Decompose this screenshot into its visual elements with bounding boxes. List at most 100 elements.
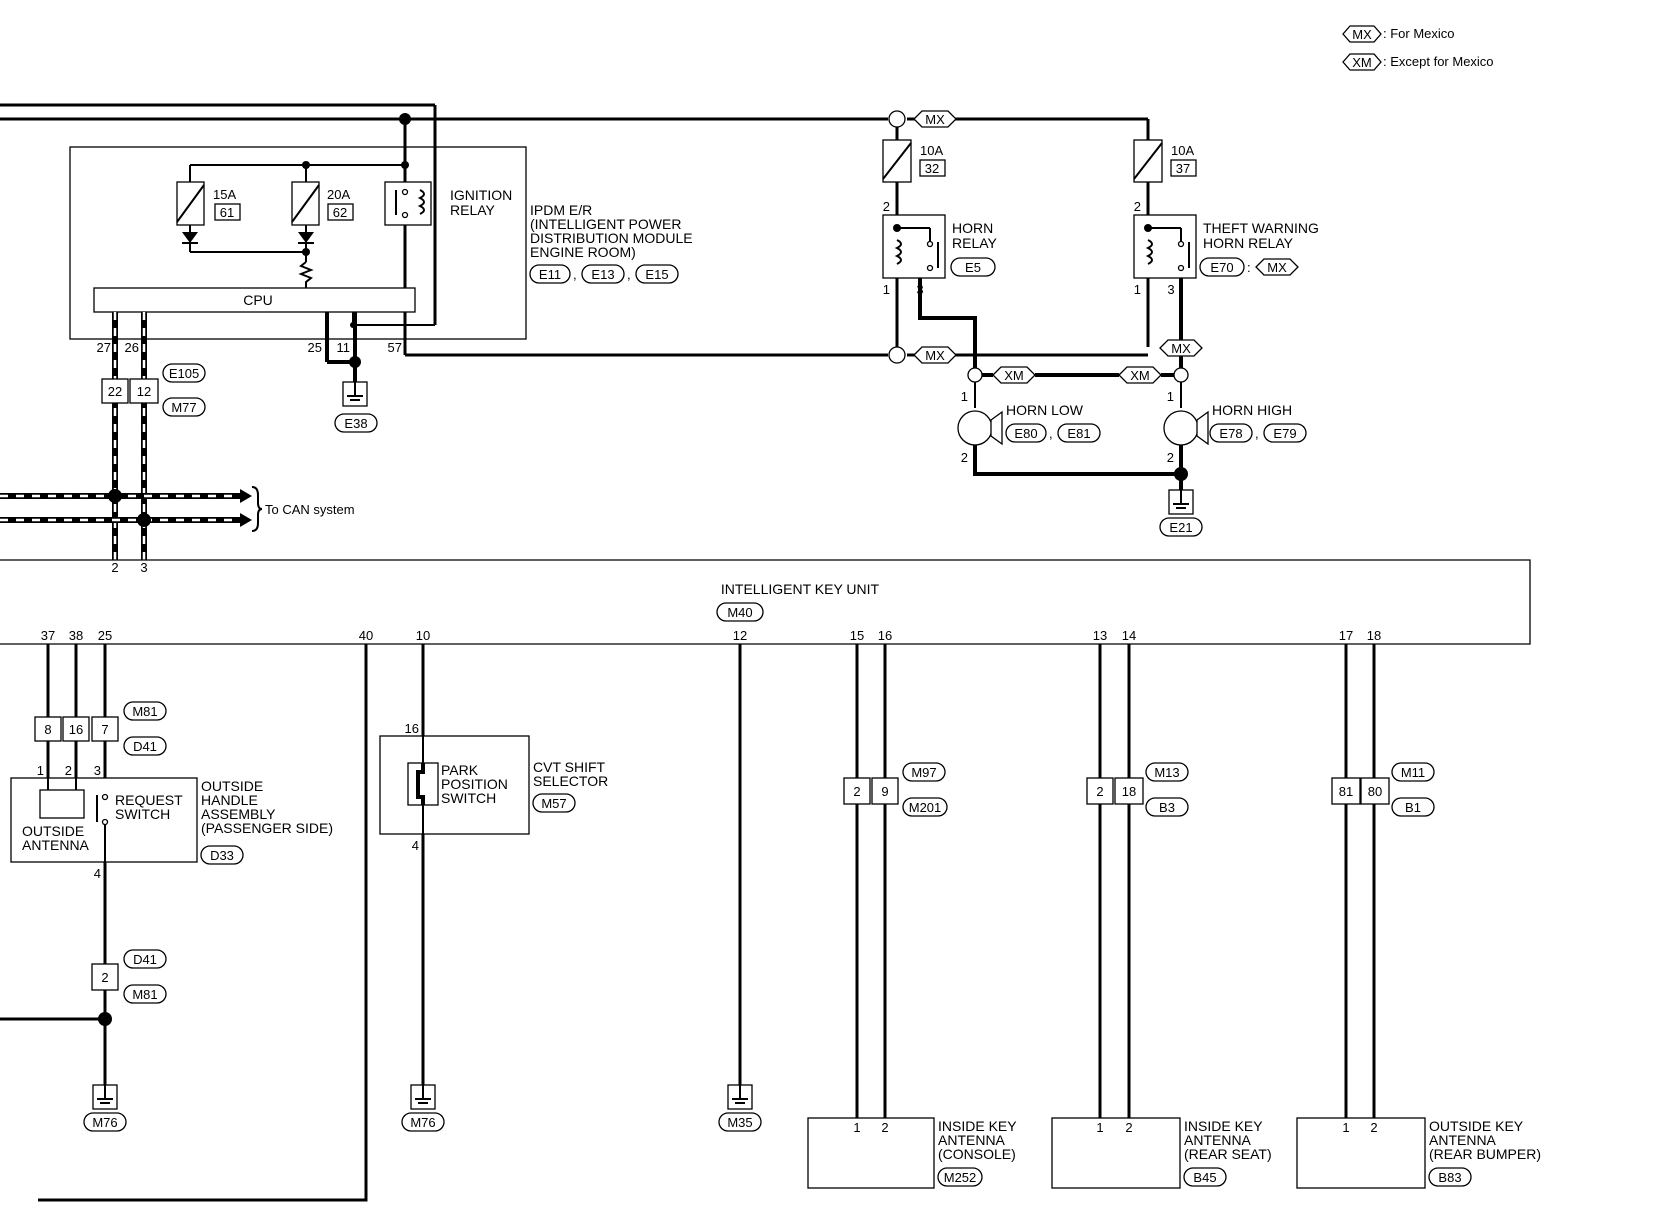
mx-tag	[913, 346, 957, 364]
mx-tag-label: MX	[925, 348, 945, 363]
joint-connector	[871, 777, 899, 805]
connector-b3	[1145, 797, 1189, 817]
pin-27: 27	[97, 340, 111, 355]
pin-2: 2	[881, 1120, 888, 1135]
can-pin-3: 3	[140, 560, 147, 575]
connector-m11-label: M11	[1401, 765, 1425, 780]
connector-m13-label: M13	[1154, 765, 1179, 780]
antenna-icon	[39, 789, 85, 819]
connector-m13	[1145, 762, 1189, 782]
joint-pin-12: 12	[137, 384, 151, 399]
iku-pin: 13	[1093, 628, 1107, 643]
outside-key-antenna-rear-bumper: 81 80 M11 B1 1 2 OUTSIDE KEY ANTENNA (RE…	[1296, 644, 1541, 1189]
ground-m35: M35	[718, 644, 762, 1132]
handle-title-2: HANDLE	[201, 792, 258, 808]
park-switch-label-1: PARK	[441, 762, 479, 778]
connector-e11	[529, 264, 571, 284]
connector-e70	[1199, 257, 1245, 277]
separator: ,	[573, 267, 577, 282]
connector-e13	[581, 264, 625, 284]
horn-low-pin-2: 2	[961, 450, 968, 465]
theft-warning-relay-icon	[1133, 214, 1197, 279]
connector-m57-label: M57	[541, 796, 566, 811]
request-switch-label-2: SWITCH	[115, 806, 170, 822]
connector-d41	[123, 949, 167, 969]
pin-2: 2	[1370, 1120, 1377, 1135]
connector-d33-label: D33	[210, 848, 234, 863]
connector-m57	[532, 793, 576, 813]
cvt-shift-selector: 16 PARK POSITION SWITCH CVT SHIFT SELECT…	[379, 644, 608, 1132]
handle-title-3: ASSEMBLY	[201, 806, 276, 822]
connector-e5-label: E5	[965, 260, 981, 275]
fuse-32-number: 32	[925, 161, 939, 176]
park-switch-label-3: SWITCH	[441, 790, 496, 806]
theft-relay-label-2: HORN RELAY	[1203, 235, 1294, 251]
legend-xm-text: : Except for Mexico	[1383, 54, 1494, 69]
inside-key-antenna-rear-seat: 2 18 M13 B3 1 2 INSIDE KEY ANTENNA (REAR…	[1051, 644, 1272, 1189]
pin-2: 2	[65, 763, 72, 778]
ground-m76-connector	[83, 1112, 127, 1132]
connector-e79	[1263, 423, 1307, 443]
theft-relay-pin-1: 1	[1134, 282, 1141, 297]
horn-high-icon	[1163, 410, 1199, 446]
fuse-37-number: 37	[1176, 161, 1190, 176]
horn-relay-icon	[882, 214, 946, 279]
connector-e78-label: E78	[1219, 426, 1242, 441]
connector-e70-label: E70	[1210, 260, 1233, 275]
cpu-block	[93, 287, 416, 313]
antenna-rear-bumper-title-1: OUTSIDE KEY	[1429, 1118, 1524, 1134]
mx-tag	[913, 110, 957, 128]
iku-pin: 12	[733, 628, 747, 643]
ground-e38: E38	[325, 312, 378, 433]
iku-pin: 14	[1122, 628, 1136, 643]
iku-pin: 38	[69, 628, 83, 643]
pin-16: 16	[405, 721, 419, 736]
connector-m81	[123, 701, 167, 721]
theft-relay-pin-2: 2	[1134, 199, 1141, 214]
connector-d41-label: D41	[133, 952, 157, 967]
ipdm-title-3: DISTRIBUTION MODULE	[530, 230, 693, 246]
joint-connector	[91, 963, 119, 991]
cpu-label: CPU	[243, 292, 273, 308]
ipdm-er: 15A 61 20A 62 IGNITION RELAY CPU IPDM E/…	[69, 146, 693, 355]
connector-e11-label: E11	[539, 267, 561, 282]
ground-m76-label: M76	[410, 1115, 435, 1130]
joint-connector	[1086, 777, 1114, 805]
joint-connector-12	[129, 378, 159, 404]
separator: ,	[1049, 426, 1053, 441]
mx-tag	[1159, 339, 1203, 357]
inside-key-antenna-console: 2 9 M97 M201 1 2 INSIDE KEY ANTENNA (CON…	[807, 644, 1017, 1189]
colon: :	[1247, 260, 1251, 275]
joint-connector-22	[101, 378, 129, 404]
joint-pin: 7	[101, 722, 108, 737]
joint-connector	[843, 777, 871, 805]
connector-m81-label: M81	[132, 987, 157, 1002]
antenna-rear-bumper-title-3: (REAR BUMPER)	[1429, 1146, 1541, 1162]
joint-pin: 18	[1122, 784, 1136, 799]
diode-icon	[182, 232, 198, 243]
joint-connector	[1360, 777, 1390, 805]
joint-pin: 16	[69, 722, 83, 737]
pin-4: 4	[94, 866, 101, 881]
ground-e21-connector	[1159, 517, 1203, 537]
iku-housing	[0, 559, 1531, 645]
connector-m252-label: M252	[944, 1170, 977, 1185]
connector-m201	[902, 797, 948, 817]
horn-relay-label-1: HORN	[952, 220, 993, 236]
ignition-relay-label-1: IGNITION	[450, 187, 512, 203]
pin-57: 57	[388, 340, 402, 355]
ipdm-title-1: IPDM E/R	[530, 202, 592, 218]
ipdm-title-2: (INTELLIGENT POWER	[530, 216, 681, 232]
pin-4: 4	[412, 838, 419, 853]
outside-handle-assembly: 8 16 7 M81 D41 1 2 3 REQUEST SWITCH OUTS…	[0, 644, 368, 1202]
connector-b1	[1391, 797, 1435, 817]
outside-antenna-label-1: OUTSIDE	[22, 823, 84, 839]
can-label: To CAN system	[265, 502, 355, 517]
connector-e78	[1209, 423, 1253, 443]
theft-relay-pin-3: 3	[1167, 282, 1174, 297]
connector-b1-label: B1	[1405, 800, 1421, 815]
connector-m77-label: M77	[171, 400, 196, 415]
fuse-61-number: 61	[220, 205, 234, 220]
mx-tag-label: MX	[1267, 260, 1287, 275]
